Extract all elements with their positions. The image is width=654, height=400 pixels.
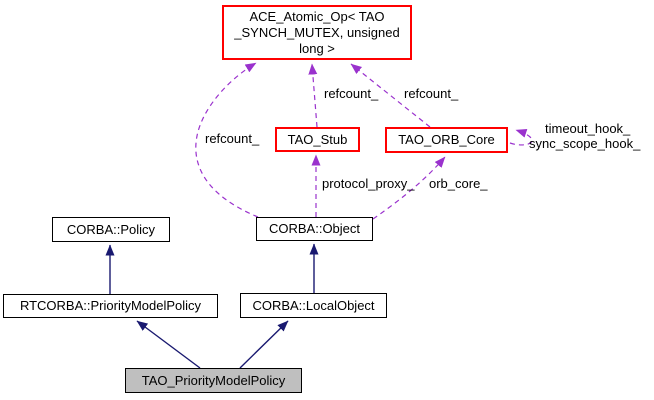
edge-label-orb-core: orb_core_ bbox=[429, 176, 488, 191]
node-ace-atomic-op[interactable]: ACE_Atomic_Op< TAO _SYNCH_MUTEX, unsigne… bbox=[222, 5, 412, 60]
edge-label-refcount-object: refcount_ bbox=[205, 131, 260, 146]
edge-label-sync-scope-hook: sync_scope_hook_ bbox=[529, 136, 641, 151]
node-tao-orb-core[interactable]: TAO_ORB_Core bbox=[385, 127, 508, 153]
node-corba-localobject[interactable]: CORBA::LocalObject bbox=[240, 293, 387, 318]
edge-object-to-ace-refcount bbox=[195, 62, 259, 218]
edge-stub-to-ace-refcount bbox=[308, 63, 318, 128]
node-corba-policy[interactable]: CORBA::Policy bbox=[52, 217, 170, 242]
edge-taopolicy-to-localobject bbox=[239, 320, 289, 369]
node-corba-object[interactable]: CORBA::Object bbox=[256, 217, 373, 241]
edge-label-refcount-orbcore: refcount_ bbox=[404, 86, 459, 101]
edge-label-protocol-proxy: protocol_proxy_ bbox=[322, 176, 415, 191]
node-tao-prioritymodelpolicy[interactable]: TAO_PriorityModelPolicy bbox=[125, 368, 302, 393]
edge-orbcore-to-ace-refcount bbox=[350, 63, 431, 128]
node-tao-stub[interactable]: TAO_Stub bbox=[275, 127, 360, 152]
node-rtcorba-prioritymodelpolicy[interactable]: RTCORBA::PriorityModelPolicy bbox=[3, 294, 218, 318]
edge-label-timeout-hook: timeout_hook_ bbox=[545, 121, 631, 136]
edge-label-refcount-stub: refcount_ bbox=[324, 86, 379, 101]
edge-object-to-orbcore-orb-core bbox=[372, 156, 446, 220]
edge-orbcore-self-loop bbox=[509, 129, 533, 146]
edge-taopolicy-to-rtpolicy bbox=[136, 320, 201, 369]
